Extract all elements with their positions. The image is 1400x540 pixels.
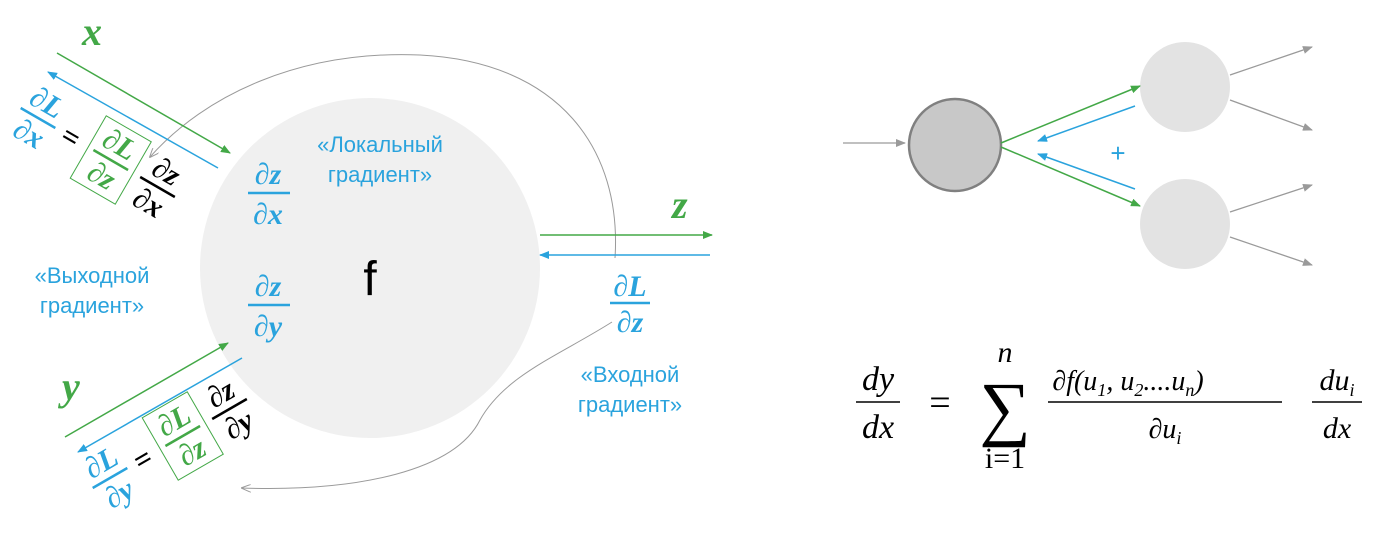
branch-node-bottom: [1140, 179, 1230, 269]
svg-text:=: =: [929, 382, 950, 424]
x-forward-arrow: [56, 52, 231, 154]
svg-text:dui: dui: [1319, 364, 1354, 400]
svg-text:«Входной: «Входной: [581, 362, 680, 387]
upstream-gradient-box: [141, 391, 224, 481]
svg-text:dx: dx: [1323, 412, 1352, 445]
output-gradient-caption: «Выходной градиент»: [35, 263, 150, 318]
svg-text:∑: ∑: [979, 368, 1030, 448]
backprop-curve-top: [150, 54, 617, 259]
x-backward-arrow: [47, 71, 219, 169]
dz-dx-fraction: ∂z ∂x: [248, 158, 290, 231]
svg-text:∂z: ∂z: [255, 158, 282, 191]
svg-text:dy: dy: [862, 361, 895, 398]
equals-sign: =: [128, 441, 159, 478]
branch-node-top: [1140, 42, 1230, 132]
plus-sign: +: [1110, 138, 1125, 168]
svg-text:«Локальный: «Локальный: [317, 132, 443, 157]
backward-arrow-bottom: [1037, 153, 1136, 190]
output-arrow-4: [1229, 236, 1313, 266]
dz-dx-black-fraction: ∂z ∂x: [127, 151, 186, 225]
dL-dz-fraction: ∂L ∂z: [610, 270, 650, 339]
input-gradient-caption: «Входной градиент»: [578, 362, 682, 417]
svg-text:∂z: ∂z: [617, 306, 644, 339]
svg-text:n: n: [998, 336, 1013, 369]
svg-text:∂f(u1, u2....un): ∂f(u1, u2....un): [1052, 366, 1203, 400]
svg-text:∂x: ∂x: [253, 198, 283, 231]
svg-text:градиент»: градиент»: [578, 392, 682, 417]
svg-text:«Выходной: «Выходной: [35, 263, 150, 288]
svg-text:градиент»: градиент»: [40, 293, 144, 318]
y-label: y: [58, 364, 80, 409]
svg-text:∂L: ∂L: [613, 270, 646, 303]
svg-text:∂y: ∂y: [254, 310, 283, 343]
x-label: x: [81, 9, 102, 54]
svg-text:i=1: i=1: [985, 442, 1025, 475]
local-gradient-caption: «Локальный градиент»: [317, 132, 443, 187]
dz-dy-fraction: ∂z ∂y: [248, 270, 290, 343]
svg-text:градиент»: градиент»: [328, 162, 432, 187]
svg-text:∂ui: ∂ui: [1149, 414, 1182, 448]
backprop-curve-bottom: [242, 321, 613, 488]
z-label: z: [670, 182, 688, 227]
output-arrow-1: [1229, 46, 1313, 76]
function-node: [200, 98, 540, 438]
multivariate-chain-rule-formula: dy dx = n ∑ i=1 ∂f(u1, u2....un) ∂ui dui…: [856, 336, 1362, 475]
backward-arrow-top: [1037, 105, 1136, 142]
function-label: f: [363, 253, 377, 306]
equals-sign: =: [55, 119, 86, 156]
y-backward-arrow: [77, 357, 243, 453]
upstream-gradient-box: [69, 115, 152, 205]
dL-dy-chain-rule: ∂L ∂y = ∂L ∂z ∂z ∂y: [79, 373, 260, 516]
source-node: [907, 97, 1003, 193]
svg-text:dx: dx: [862, 409, 894, 446]
forward-arrow-bottom: [1000, 146, 1141, 207]
forward-arrow-top: [1000, 85, 1141, 144]
output-arrow-3: [1229, 184, 1313, 213]
y-forward-arrow: [64, 342, 229, 438]
output-arrow-2: [1229, 99, 1313, 131]
svg-text:∂z: ∂z: [255, 270, 282, 303]
